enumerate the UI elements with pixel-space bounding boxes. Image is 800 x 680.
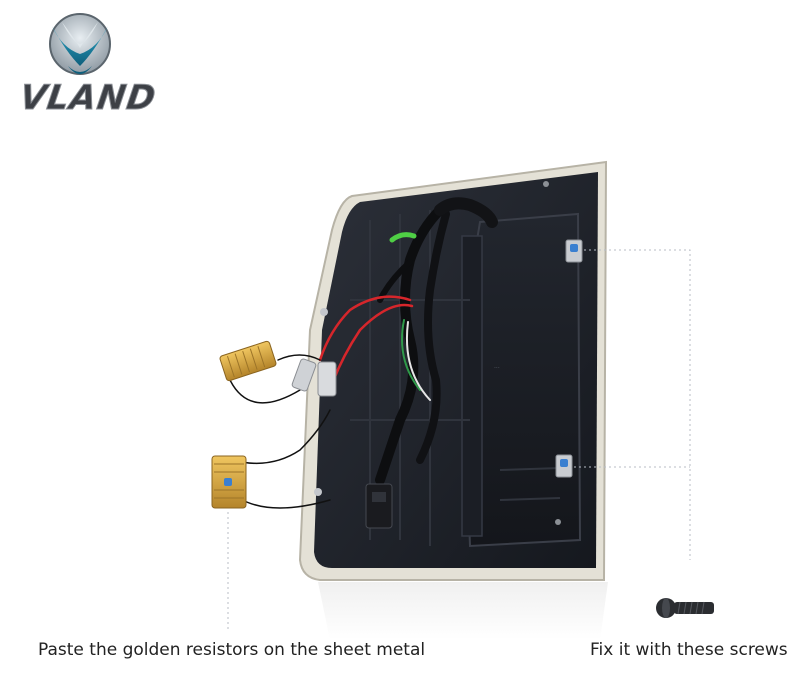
mounting-stud-top <box>565 239 583 263</box>
caption-screws: Fix it with these screws <box>590 640 788 660</box>
golden-resistor-top <box>219 340 277 382</box>
caption-resistors: Paste the golden resistors on the sheet … <box>38 640 426 660</box>
golden-resistor-bottom <box>211 455 247 509</box>
svg-text:···: ··· <box>494 365 500 372</box>
vland-logo <box>49 13 111 75</box>
logo-emblem-icon <box>49 13 111 75</box>
wire-connector-bottom <box>365 483 393 529</box>
mounting-stud-bottom <box>555 454 573 478</box>
wire-connector-top <box>291 358 337 397</box>
callout-line-screws-top <box>584 249 691 560</box>
screw-icon <box>656 598 714 618</box>
